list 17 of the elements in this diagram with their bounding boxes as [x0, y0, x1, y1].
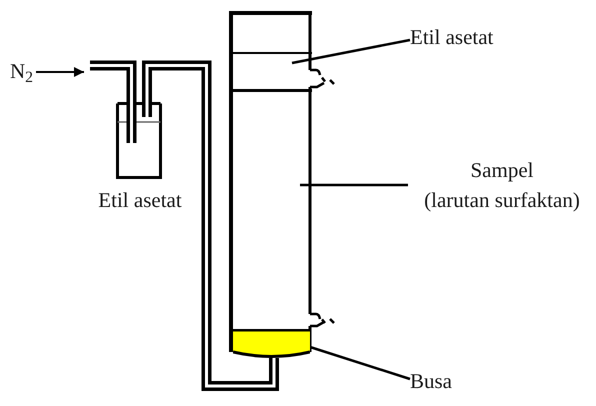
part-label: Busa [410, 368, 454, 394]
liquid-layer [229, 89, 312, 330]
part-label: (larutan surfaktan) [424, 187, 580, 214]
leader-line [292, 38, 410, 64]
arrow [36, 67, 84, 77]
gas-pipe [90, 60, 136, 102]
liquid-layer [229, 52, 312, 90]
part-label: Sampel [470, 157, 534, 184]
wash-bottle [116, 102, 162, 179]
leader-line [310, 346, 410, 380]
leader-line [300, 184, 408, 186]
gas-label: N$_{2}$ [10, 58, 36, 86]
part-label: Etil asetat [410, 24, 496, 50]
foam-layer [233, 329, 310, 358]
bottle-caption: Etil asetat [98, 187, 182, 214]
glass-column [229, 11, 312, 358]
gas-pipe [142, 60, 279, 391]
